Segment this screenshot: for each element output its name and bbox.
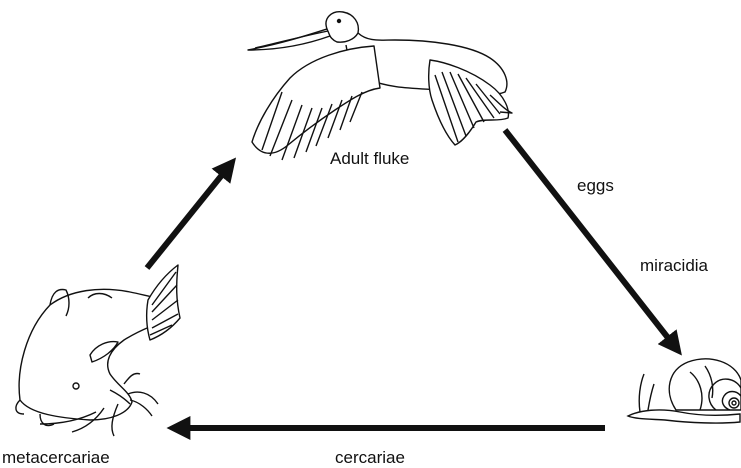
arrow-fish-to-bird xyxy=(147,165,230,268)
label-eggs: eggs xyxy=(577,176,614,196)
label-metacercariae: metacercariae xyxy=(2,448,110,468)
catfish-icon xyxy=(16,265,180,436)
label-miracidia: miracidia xyxy=(640,256,708,276)
pelican-icon xyxy=(248,12,512,160)
label-cercariae: cercariae xyxy=(335,448,405,468)
snail-icon xyxy=(628,359,741,423)
label-adult-fluke: Adult fluke xyxy=(330,149,409,169)
arrow-bird-to-snail xyxy=(505,130,676,348)
